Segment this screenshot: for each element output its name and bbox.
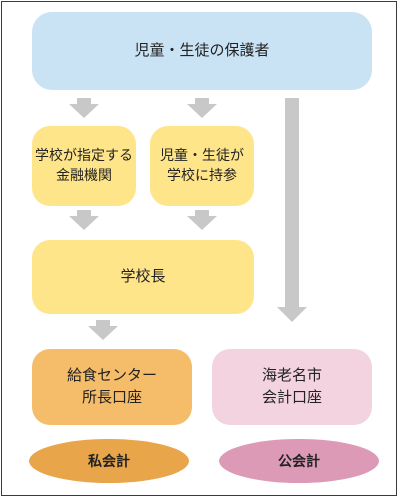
guardian-box: 児童・生徒の保護者 (32, 12, 372, 90)
guardian-label: 児童・生徒の保護者 (134, 41, 270, 60)
city-account-label-line1: 海老名市 (261, 366, 322, 385)
private-accounting-label: 私会計 (88, 454, 130, 470)
city-account-box: 海老名市 会計口座 (212, 349, 372, 425)
principal-label: 学校長 (120, 267, 166, 286)
principal-box: 学校長 (32, 240, 254, 314)
lunch-center-account-box: 給食センター 所長口座 (32, 349, 192, 425)
public-accounting-badge: 公会計 (219, 439, 379, 483)
student-bring-label-line1: 児童・生徒が (160, 147, 244, 164)
public-accounting-label: 公会計 (278, 454, 320, 470)
arrow-principal-to-center (88, 320, 118, 340)
student-bring-label-line2: 学校に持参 (167, 168, 237, 184)
private-accounting-badge: 私会計 (29, 439, 189, 483)
designated-bank-label-line1: 学校が指定する (35, 147, 133, 164)
designated-bank-box: 学校が指定する 金融機関 (32, 126, 136, 206)
designated-bank-label-line2: 金融機関 (56, 168, 112, 184)
arrow-guardian-to-bring (187, 98, 217, 118)
lunch-center-label-line1: 給食センター (66, 366, 157, 385)
student-bring-box: 児童・生徒が 学校に持参 (150, 126, 254, 206)
arrow-guardian-to-city (277, 98, 307, 322)
arrow-bank-to-principal (69, 210, 99, 230)
arrow-guardian-to-bank (69, 98, 99, 118)
lunch-center-label-line2: 所長口座 (81, 388, 142, 406)
city-account-label-line2: 会計口座 (261, 388, 322, 406)
arrow-bring-to-principal (187, 210, 217, 230)
